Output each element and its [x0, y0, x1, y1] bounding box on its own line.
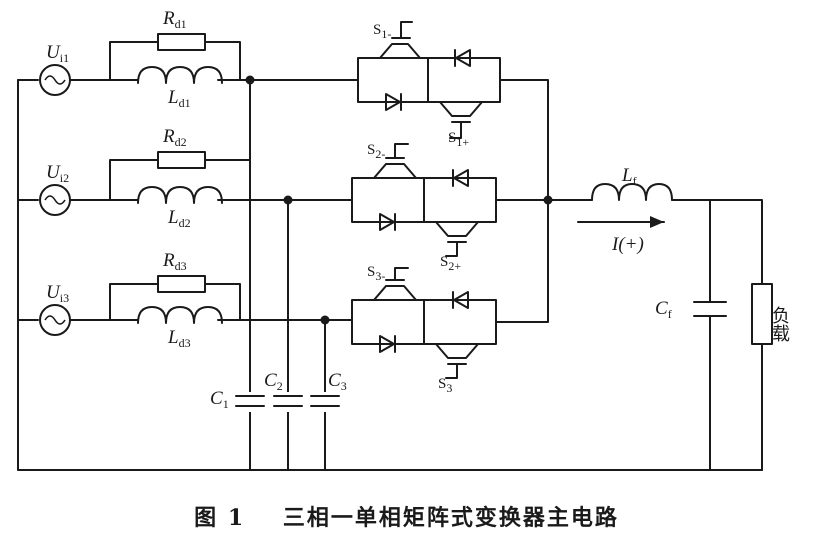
label-s2-minus: S2-: [367, 142, 385, 161]
label-c3: C3: [328, 370, 347, 393]
sine-wave-icon: [44, 195, 66, 205]
arrow-head-icon: [650, 216, 664, 228]
bidirectional-switch-2: [351, 143, 549, 257]
resistor-rd3: [157, 275, 206, 293]
label-s2-plus: S2+: [440, 254, 461, 273]
switch-3-output: [495, 199, 549, 323]
circuit-diagram: Ui1 Ui2 Ui3 Rd1 Rd2 Rd3 Ld1 Ld2 Ld3 C1 C…: [17, 8, 790, 471]
inductor-lf: [591, 183, 673, 201]
capacitor-cf: [693, 301, 727, 317]
igbt-icon: [435, 343, 479, 359]
diode-icon: [455, 49, 471, 67]
junction-dot: [245, 75, 255, 85]
switch-1-output: [499, 79, 549, 201]
junction-dot: [320, 315, 330, 325]
label-ui3: Ui3: [46, 282, 69, 305]
diode-icon: [453, 291, 469, 309]
capacitor-c3: [310, 392, 340, 412]
label-rd3: Rd3: [162, 250, 187, 273]
diode-icon: [379, 213, 395, 231]
inductor-ld3: [137, 306, 223, 324]
load-box: [751, 283, 773, 345]
label-rd2: Rd2: [162, 126, 187, 149]
igbt-icon: [373, 163, 417, 179]
label-c2: C2: [264, 370, 283, 393]
capacitor-c1: [235, 392, 265, 412]
label-c1: C1: [210, 388, 229, 411]
diode-icon: [379, 335, 395, 353]
label-ld3: Ld3: [167, 327, 191, 350]
sine-wave-icon: [44, 315, 66, 325]
inductor-ld2: [137, 186, 223, 204]
label-ld2: Ld2: [167, 207, 191, 230]
phase-3-input: [39, 275, 353, 336]
phase-2-input: [39, 151, 353, 216]
caption-number: 图 1: [194, 505, 246, 531]
label-s3-minus: S3-: [367, 264, 385, 283]
label-ld1: Ld1: [167, 87, 191, 110]
phase-1-input: [39, 33, 256, 96]
label-ui2: Ui2: [46, 162, 69, 185]
label-s3-plus: S3: [438, 376, 452, 395]
igbt-icon: [439, 101, 483, 117]
label-s1-plus: S1+: [448, 130, 469, 149]
igbt-icon: [373, 285, 417, 301]
rd1-branch: [109, 41, 241, 81]
capacitor-c2: [273, 392, 303, 412]
diode-icon: [385, 93, 401, 111]
diode-icon: [453, 169, 469, 187]
label-rd1: Rd1: [162, 8, 187, 31]
rd2-branch: [109, 159, 251, 201]
junction-dot: [283, 195, 293, 205]
inductor-ld1: [137, 66, 223, 84]
bidirectional-switch-3: [351, 199, 549, 379]
label-ui1: Ui1: [46, 42, 69, 65]
igbt-icon: [435, 221, 479, 237]
resistor-rd2: [157, 151, 206, 169]
label-cf: Cf: [655, 298, 672, 321]
igbt-icon: [379, 43, 421, 59]
sine-wave-icon: [44, 75, 66, 85]
label-lf: Lf: [621, 165, 637, 188]
neutral-return-wire: [17, 79, 763, 471]
caption-title: 三相一单相矩阵式变换器主电路: [282, 505, 619, 531]
source-feed-wires: [17, 79, 39, 321]
resistor-rd1: [157, 33, 206, 51]
label-load: 负载: [770, 306, 790, 342]
figure-caption: 图 1 三相一单相矩阵式变换器主电路: [0, 500, 813, 532]
label-s1-minus: S1-: [373, 22, 391, 41]
rd3-branch: [109, 283, 241, 321]
bidirectional-switch-1: [357, 21, 549, 201]
label-current: I(+): [611, 234, 644, 255]
output-line: [547, 199, 763, 471]
